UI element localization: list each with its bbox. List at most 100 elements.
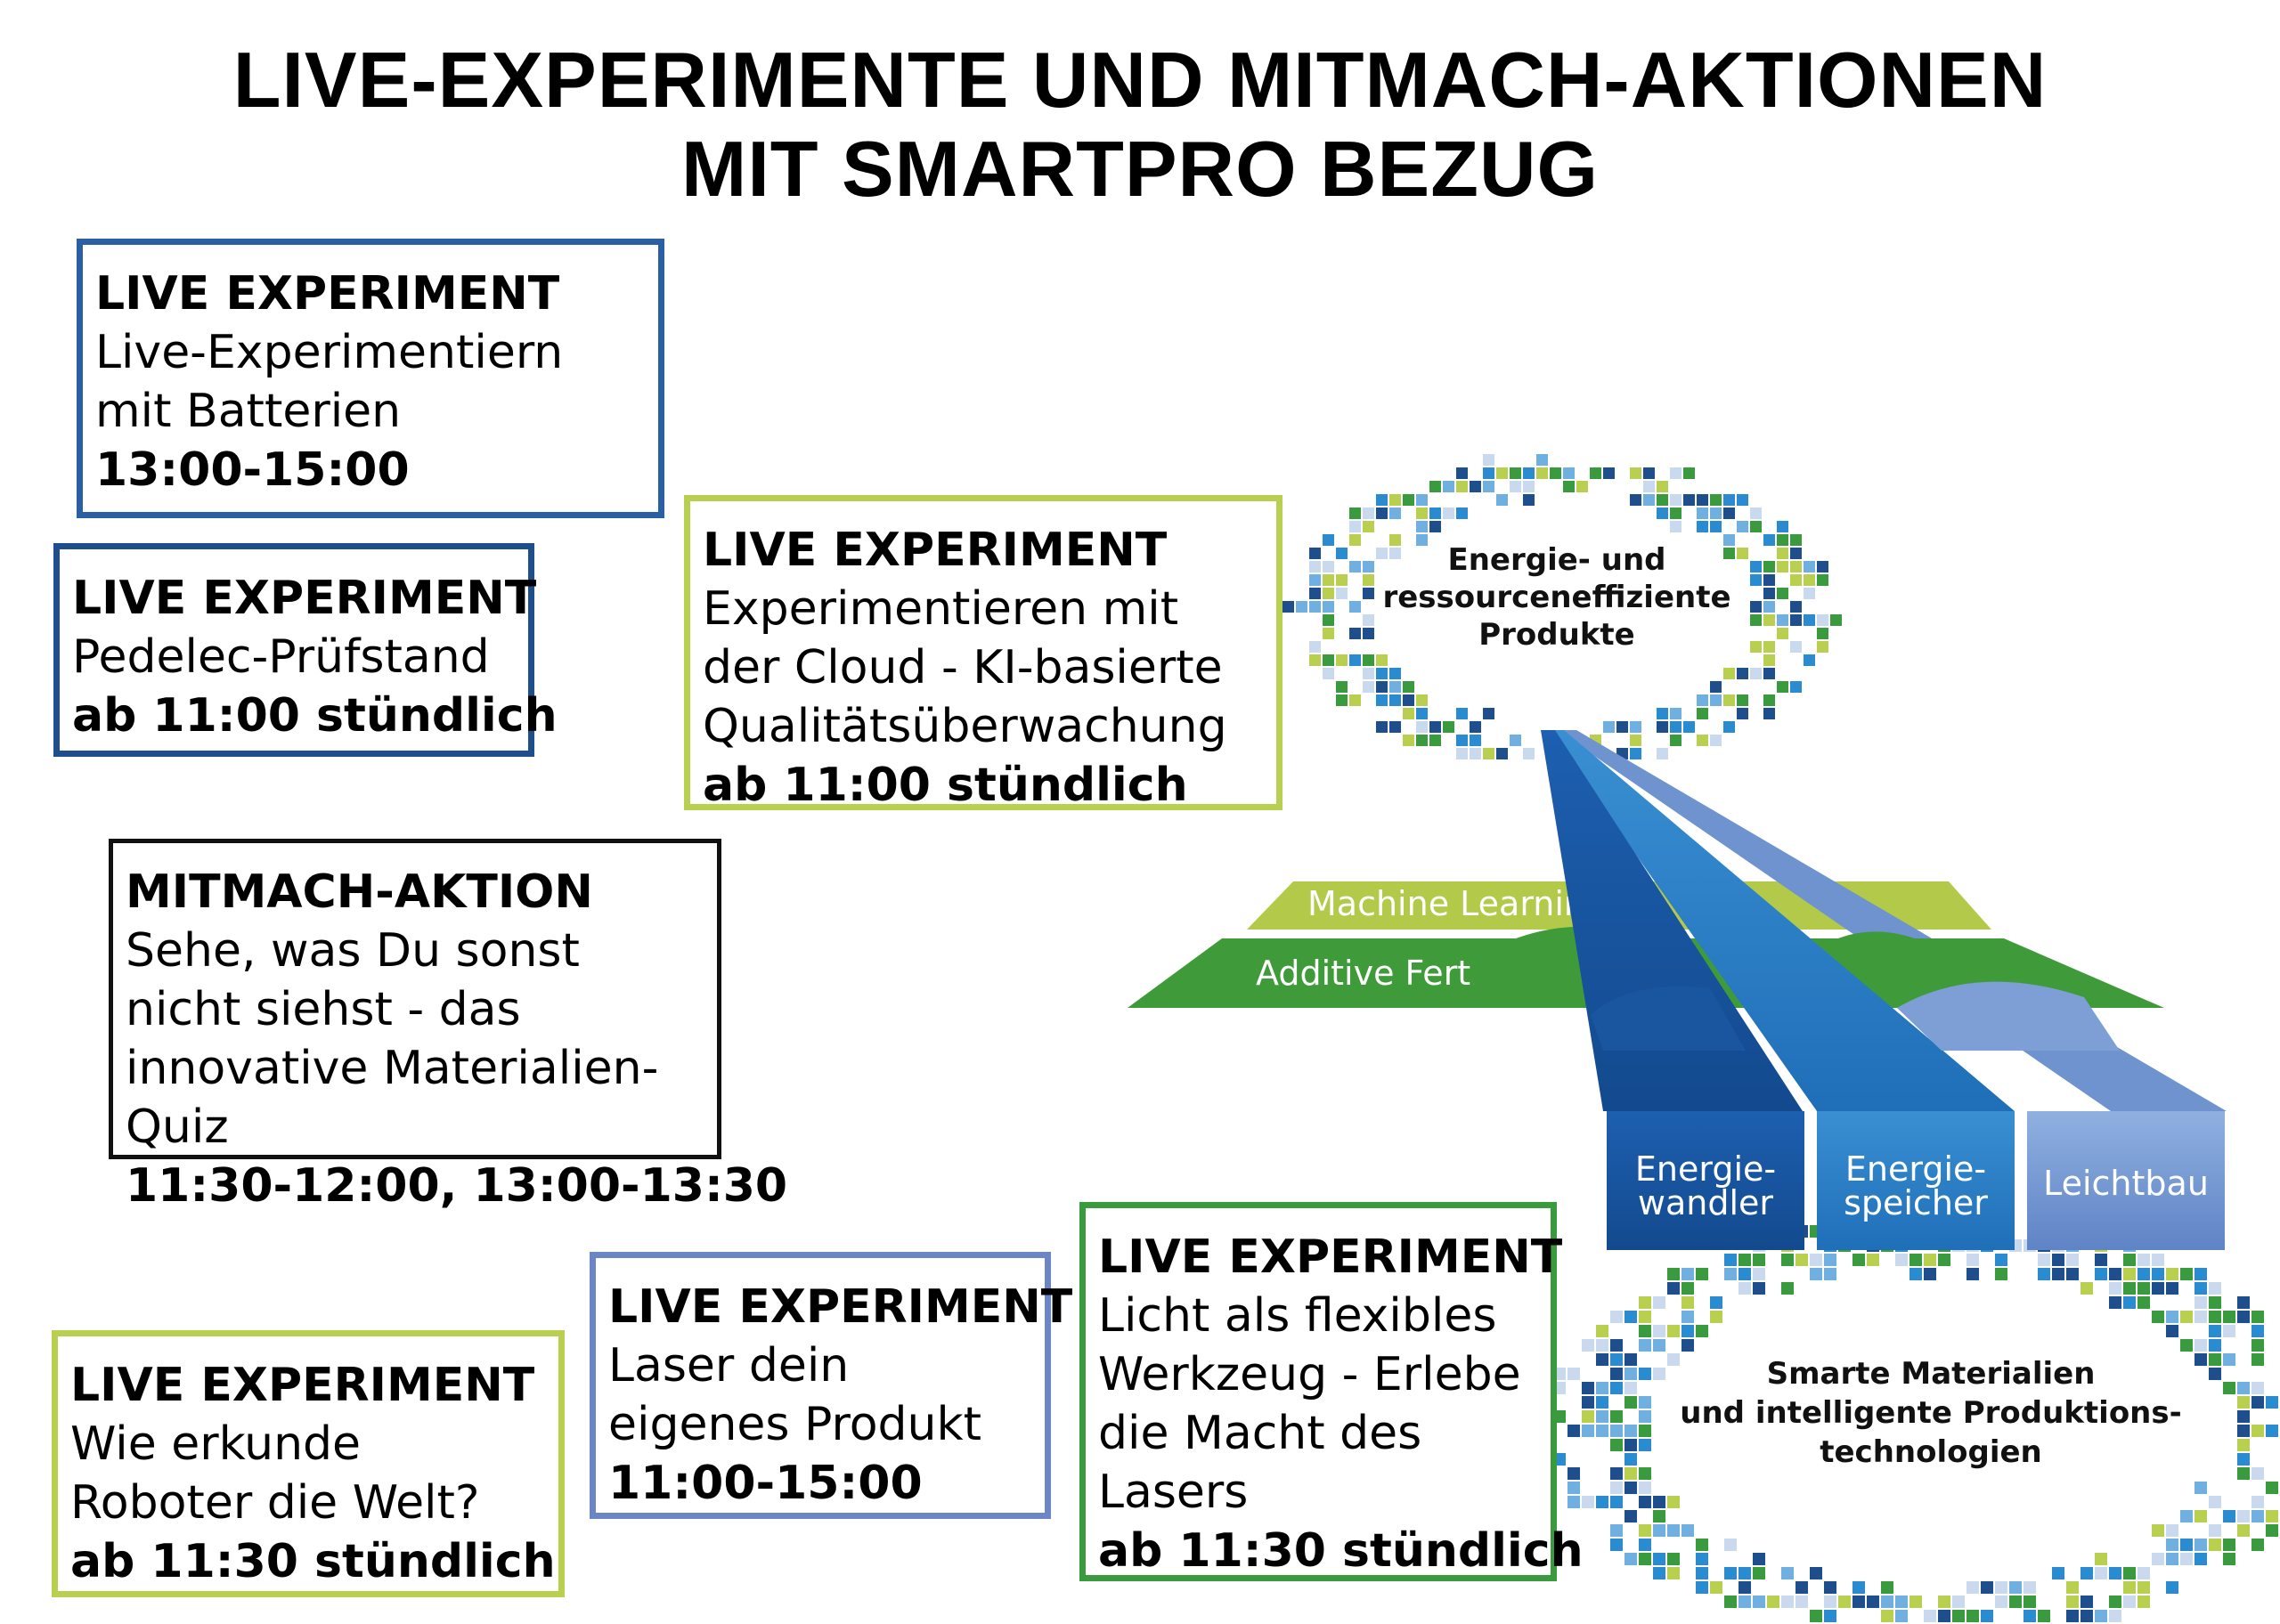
pixel-square [2152, 1268, 2164, 1280]
pixel-square [1443, 721, 1454, 733]
pixel-square [1763, 654, 1775, 666]
pixel-square [1323, 654, 1334, 666]
pixel-square [1389, 681, 1401, 693]
page-title-line1: LIVE-EXPERIMENTE UND MITMACH-AKTIONEN [232, 36, 2048, 124]
pixel-square [1682, 1524, 1694, 1537]
pixel-square [1895, 1610, 1908, 1622]
pixel-square [1429, 521, 1441, 532]
pixel-square [2194, 1268, 2207, 1280]
pixel-square [2080, 1610, 2093, 1622]
pixel-square [1667, 1353, 1680, 1366]
pixel-square [1753, 1596, 1765, 1608]
pixel-square [2194, 1282, 2207, 1295]
pixel-square [1763, 574, 1775, 586]
event-card-batterien[interactable]: LIVE EXPERIMENT Live-Experimentiern mit … [77, 239, 664, 518]
event-card-quiz[interactable]: MITMACH-AKTION Sehe, was Du sonst nicht … [109, 839, 787, 1213]
pixel-square [1336, 588, 1348, 599]
pixel-square [1667, 1567, 1680, 1579]
pixel-square [1824, 1610, 1836, 1622]
pixel-square [1667, 1282, 1680, 1295]
pixel-square [2152, 1311, 2164, 1323]
pixel-square [2166, 1581, 2178, 1594]
pixel-square [2266, 1396, 2278, 1409]
pixel-square [1496, 494, 1508, 506]
pixel-square [1403, 694, 1414, 706]
pixel-square [1790, 548, 1802, 559]
pixel-square [1416, 735, 1428, 746]
pixel-square [1670, 521, 1682, 532]
pixel-square [1670, 708, 1682, 719]
pixel-square [1763, 614, 1775, 626]
event-card-licht[interactable]: LIVE EXPERIMENT Licht als flexibles Werk… [1079, 1202, 1584, 1581]
event-card-roboter[interactable]: LIVE EXPERIMENT Wie erkunde Roboter die … [52, 1330, 565, 1597]
pixel-square [1670, 467, 1682, 479]
pixel-square [1981, 1610, 1993, 1622]
pixel-square [2024, 1596, 2036, 1608]
pixel-square [1867, 1254, 1879, 1266]
pixel-square [1952, 1610, 1965, 1622]
pixel-square [1763, 694, 1775, 706]
pixel-square [1456, 748, 1468, 759]
pixel-square [1536, 454, 1548, 466]
pixel-square [1697, 694, 1708, 706]
pixel-square [1403, 708, 1414, 719]
pixel-square [1952, 1596, 1965, 1608]
pixel-square [2180, 1339, 2193, 1352]
pixel-square [2123, 1581, 2136, 1594]
pixel-square [1568, 1496, 1580, 1508]
pixel-square [2123, 1596, 2136, 1608]
pixel-square [1639, 1296, 1651, 1309]
pixel-square [1895, 1254, 1908, 1266]
pixel-square [1523, 494, 1535, 506]
pixel-square [1653, 1339, 1665, 1352]
pixel-square [1630, 748, 1641, 759]
pixel-square [1416, 521, 1428, 532]
pixel-square [2123, 1567, 2136, 1579]
pixel-square [1624, 1510, 1637, 1522]
pixel-square [1777, 588, 1788, 599]
pixel-square [2194, 1353, 2207, 1366]
pixel-square [1443, 481, 1454, 492]
pixel-square [1777, 681, 1788, 693]
pixel-square [1496, 748, 1508, 759]
pixel-square [1670, 508, 1682, 519]
pixel-square [1349, 521, 1361, 532]
event-card-pedelec[interactable]: LIVE EXPERIMENT Pedelec-Prüfstand ab 11:… [53, 543, 558, 757]
event-card-laser-produkt[interactable]: LIVE EXPERIMENT Laser dein eigenes Produ… [590, 1252, 1072, 1519]
pixel-square [1336, 574, 1348, 586]
pixel-square [1697, 521, 1708, 532]
pixel-square [1630, 494, 1641, 506]
event-card-time: ab 11:00 stündlich [72, 689, 558, 743]
pixel-square [2223, 1553, 2235, 1565]
pixel-square [1309, 654, 1321, 666]
pixel-square [2066, 1254, 2079, 1266]
top-label-line2: ressourceneffiziente [1382, 580, 1730, 615]
pixel-square [2180, 1311, 2193, 1323]
pixel-square [1781, 1282, 1794, 1295]
pixel-square [1966, 1581, 1979, 1594]
pixel-square [2052, 1254, 2064, 1266]
pixel-square [1723, 721, 1735, 733]
pixel-square [2237, 1453, 2250, 1466]
pixel-square [1657, 494, 1668, 506]
pixel-square [2066, 1596, 2079, 1608]
pixel-square [1582, 1382, 1594, 1394]
pixel-square [1309, 588, 1321, 599]
pixel-square [1610, 1539, 1623, 1551]
event-card-time: ab 11:00 stündlich [703, 759, 1188, 812]
pixel-square [1363, 574, 1374, 586]
pixel-square [2138, 1567, 2150, 1579]
pixel-frame-bottom [1539, 1211, 2278, 1622]
pixel-square [1696, 1539, 1708, 1551]
pixel-square [2180, 1510, 2193, 1522]
pixel-square [1753, 1282, 1765, 1295]
pixel-square [2138, 1268, 2150, 1280]
pixel-square [1624, 1368, 1637, 1380]
event-card-cloud[interactable]: LIVE EXPERIMENT Experimentieren mit der … [684, 495, 1282, 812]
pixel-square [1483, 467, 1494, 479]
pixel-square [2237, 1510, 2250, 1522]
pixel-square [1610, 1482, 1623, 1494]
pixel-square [2237, 1425, 2250, 1437]
pixel-square [2152, 1524, 2164, 1537]
pixel-square [1653, 1524, 1665, 1537]
